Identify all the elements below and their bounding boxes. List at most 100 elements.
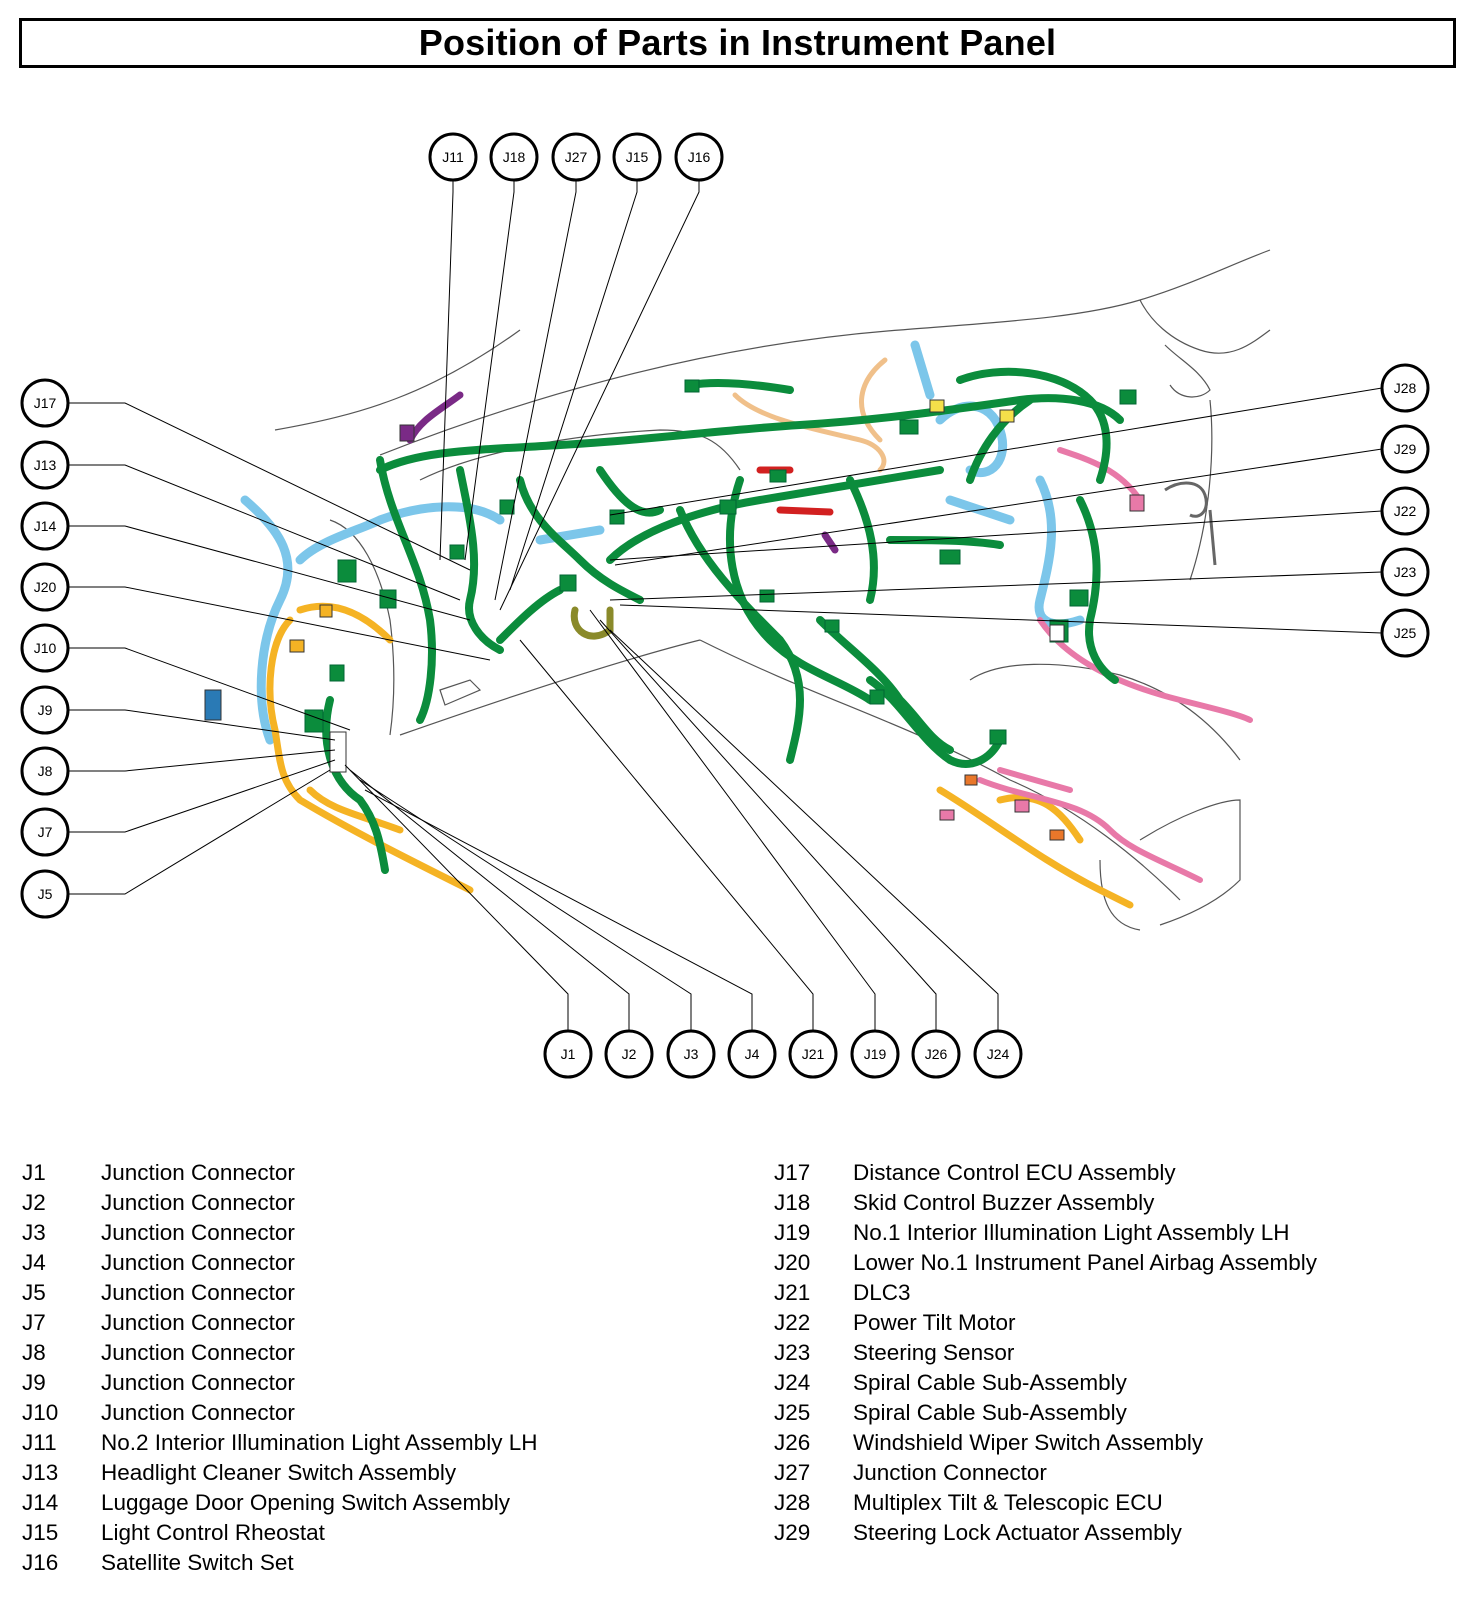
callout-j21: J21	[788, 1029, 838, 1079]
callout-circle	[489, 132, 539, 182]
callout-label: J15	[626, 149, 649, 165]
leader-line-j7	[68, 759, 336, 833]
callout-j5: J5	[20, 869, 70, 919]
legend-description: Spiral Cable Sub-Assembly	[853, 1370, 1127, 1395]
leader-line-j29	[614, 448, 1383, 566]
callout-j16: J16	[674, 132, 724, 182]
callout-label: J29	[1394, 441, 1417, 457]
leader-line-j20	[68, 586, 491, 661]
callout-j22: J22	[1380, 486, 1430, 536]
callout-circle	[20, 378, 70, 428]
callout-circle	[20, 562, 70, 612]
callout-label: J21	[802, 1046, 825, 1062]
callout-circle	[20, 685, 70, 735]
callout-circle	[911, 1029, 961, 1079]
callout-j23: J23	[1380, 547, 1430, 597]
callout-j18: J18	[489, 132, 539, 182]
leader-line-j18	[464, 180, 515, 561]
legend-description: Light Control Rheostat	[101, 1520, 325, 1545]
callout-label: J3	[684, 1046, 699, 1062]
leader-line-j5	[68, 769, 331, 895]
leader-line-j24	[609, 629, 999, 1031]
legend-code: J23	[774, 1340, 811, 1365]
callout-label: J24	[987, 1046, 1010, 1062]
callout-label: J8	[38, 763, 53, 779]
callout-circle	[20, 807, 70, 857]
callout-label: J13	[34, 457, 57, 473]
callout-j14: J14	[20, 501, 70, 551]
callout-circle	[612, 132, 662, 182]
legend-code: J15	[22, 1520, 59, 1545]
legend-description: Junction Connector	[853, 1460, 1047, 1485]
callout-label: J17	[34, 395, 57, 411]
panel-outline	[274, 249, 1271, 931]
callout-label: J18	[503, 149, 526, 165]
callout-circle	[20, 501, 70, 551]
callout-label: J11	[442, 149, 464, 165]
callout-circle	[666, 1029, 716, 1079]
legend-code: J18	[774, 1190, 811, 1215]
legend-code: J4	[22, 1250, 46, 1275]
leader-line-j14	[68, 525, 471, 621]
callout-label: J25	[1394, 625, 1417, 641]
legend-description: Junction Connector	[101, 1220, 295, 1245]
legend-code: J27	[774, 1460, 811, 1485]
legend-description: No.1 Interior Illumination Light Assembl…	[853, 1220, 1290, 1245]
callout-label: J9	[38, 702, 53, 718]
callout-j25: J25	[1380, 608, 1430, 658]
callout-j28: J28	[1380, 363, 1430, 413]
callout-label: J10	[34, 640, 57, 656]
legend-code: J16	[22, 1550, 59, 1575]
callout-j19: J19	[850, 1029, 900, 1079]
legend-code: J21	[774, 1280, 811, 1305]
legend-description: DLC3	[853, 1280, 911, 1305]
legend-code: J9	[22, 1370, 46, 1395]
callout-j3: J3	[666, 1029, 716, 1079]
legend-description: No.2 Interior Illumination Light Assembl…	[101, 1430, 538, 1455]
leader-line-j13	[68, 464, 461, 601]
wire-harness-tan	[732, 357, 888, 473]
leader-line-j3	[359, 779, 692, 1031]
page-title: Position of Parts in Instrument Panel	[418, 22, 1057, 63]
leader-line-j16	[499, 180, 700, 611]
callout-label: J14	[34, 518, 57, 534]
legend-description: Junction Connector	[101, 1310, 295, 1335]
callout-label: J22	[1394, 503, 1417, 519]
callout-label: J5	[38, 886, 53, 902]
callout-j4: J4	[727, 1029, 777, 1079]
legend-description: Junction Connector	[101, 1370, 295, 1395]
legend-description: Windshield Wiper Switch Assembly	[853, 1430, 1204, 1455]
callout-label: J7	[38, 824, 53, 840]
callout-j24: J24	[973, 1029, 1023, 1079]
legend-description: Multiplex Tilt & Telescopic ECU	[853, 1490, 1163, 1515]
legend-description: Junction Connector	[101, 1280, 295, 1305]
legend-code: J3	[22, 1220, 46, 1245]
callout-label: J16	[688, 149, 711, 165]
callout-label: J19	[864, 1046, 887, 1062]
legend-description: Junction Connector	[101, 1340, 295, 1365]
leader-line-j19	[589, 609, 876, 1031]
callout-j13: J13	[20, 440, 70, 490]
callout-circle	[604, 1029, 654, 1079]
legend-code: J17	[774, 1160, 811, 1185]
callout-circle	[1380, 547, 1430, 597]
legend-description: Steering Sensor	[853, 1340, 1015, 1365]
callout-circle	[1380, 424, 1430, 474]
callout-label: J2	[622, 1046, 637, 1062]
legend-code: J11	[22, 1430, 57, 1455]
callout-j26: J26	[911, 1029, 961, 1079]
legend-code: J29	[774, 1520, 811, 1545]
callout-circle	[20, 440, 70, 490]
callout-label: J20	[34, 579, 57, 595]
legend-code: J19	[774, 1220, 811, 1245]
legend-description: Junction Connector	[101, 1190, 295, 1215]
legend-description: Lower No.1 Instrument Panel Airbag Assem…	[853, 1250, 1317, 1275]
legend-description: Junction Connector	[101, 1160, 295, 1185]
callout-j20: J20	[20, 562, 70, 612]
legend-code: J24	[774, 1370, 811, 1395]
callout-circle	[20, 746, 70, 796]
legend-code: J13	[22, 1460, 59, 1485]
callout-circle	[1380, 608, 1430, 658]
legend-code: J8	[22, 1340, 46, 1365]
